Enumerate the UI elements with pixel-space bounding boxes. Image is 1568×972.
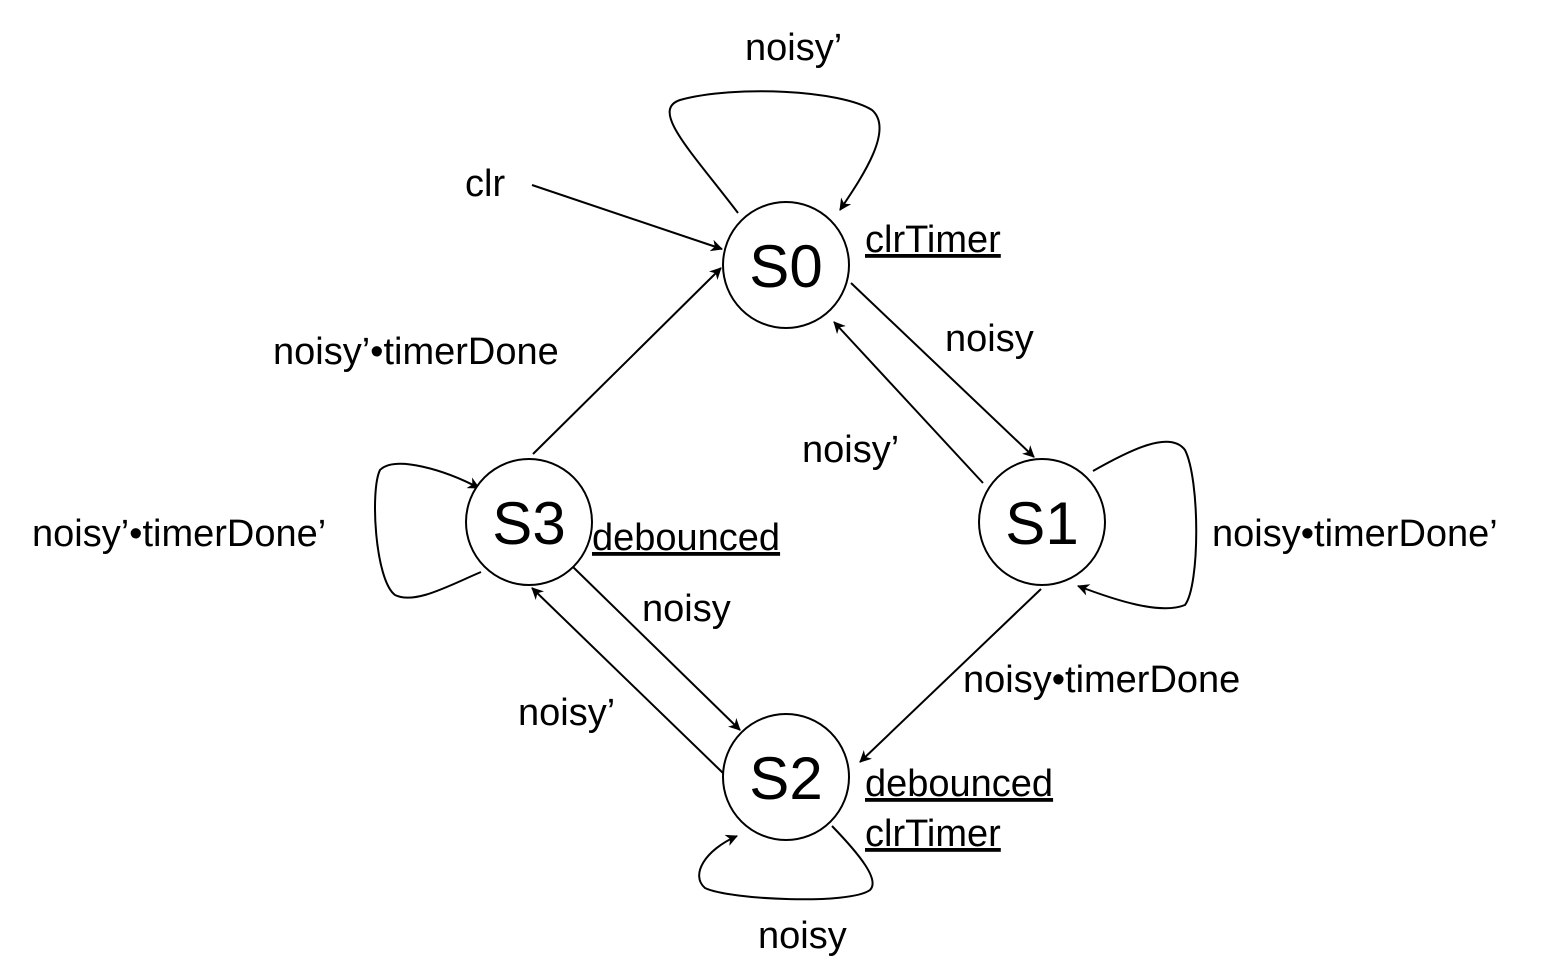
state-s1-circle [978, 458, 1106, 586]
state-s1-label: S1 [1005, 490, 1078, 557]
label-s3-self: noisy’•timerDone’ [32, 513, 326, 555]
state-s3-label: S3 [492, 490, 565, 557]
output-s3-debounced: debounced [592, 517, 780, 559]
output-s2-debounced: debounced [865, 763, 1053, 805]
label-s3-to-s0: noisy’•timerDone [273, 331, 559, 373]
label-s3-to-s2: noisy [642, 588, 731, 630]
edge-s1-to-s2 [859, 588, 1042, 763]
label-s0-self: noisy’ [745, 27, 842, 69]
output-s2-clrtimer: clrTimer [865, 813, 1001, 855]
edge-s3-to-s2 [572, 566, 741, 731]
edge-s2-self [698, 825, 874, 901]
label-s1-self: noisy•timerDone’ [1212, 513, 1498, 555]
label-s0-to-s1: noisy [945, 318, 1034, 360]
state-s2-circle [722, 713, 850, 841]
state-s0-circle [722, 201, 850, 329]
edge-s1-self [1077, 440, 1198, 610]
state-s2-label: S2 [749, 745, 822, 812]
edge-s0-self [668, 90, 881, 214]
edge-s0-to-s1 [850, 282, 1035, 458]
label-s1-to-s2: noisy•timerDone [963, 659, 1240, 701]
edge-s3-self [374, 462, 482, 599]
label-s2-self: noisy [758, 915, 847, 957]
edge-s3-to-s0 [532, 267, 722, 455]
label-s1-to-s0: noisy’ [802, 429, 899, 471]
state-s0-label: S0 [749, 233, 822, 300]
state-s3-circle [465, 458, 593, 586]
reset-label: clr [465, 163, 505, 205]
label-s2-to-s3: noisy’ [518, 692, 615, 734]
reset-arrow [531, 184, 723, 252]
output-s0-clrtimer: clrTimer [865, 219, 1001, 261]
edge-s2-to-s3 [531, 587, 724, 774]
edge-s1-to-s0 [833, 321, 984, 484]
